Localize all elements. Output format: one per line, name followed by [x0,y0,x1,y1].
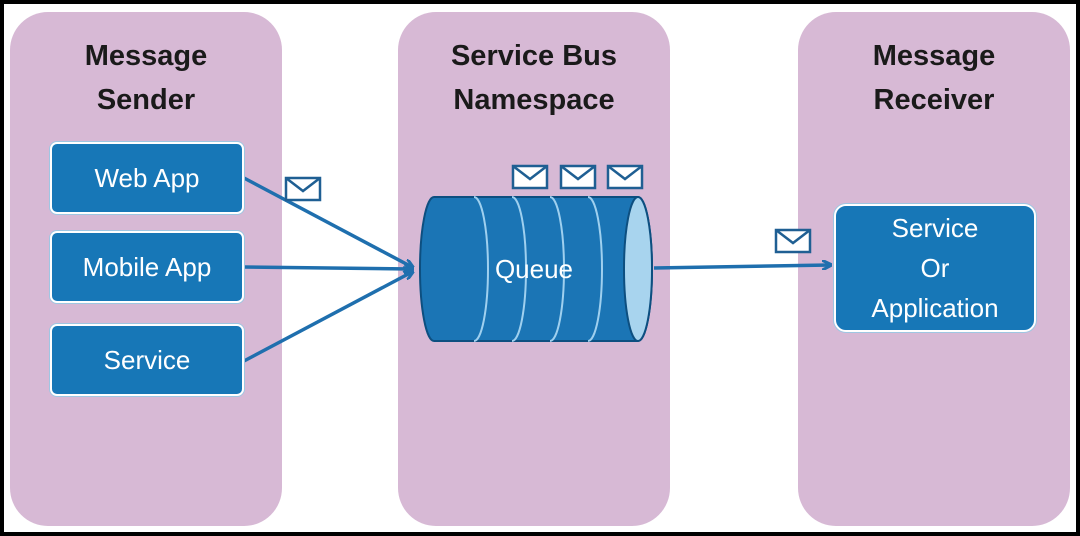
envelope-icon [606,164,644,190]
arrow-queue-to-receiver [653,265,830,268]
message-receiver-title-line2: Receiver [873,84,995,116]
service-box: Service [50,324,244,396]
service-bus-title-line1: Service Bus [450,40,618,72]
receiver-line3: Application [871,293,999,323]
web-app-box: Web App [50,142,244,214]
arrow-service-to-queue [243,272,412,363]
receiver-line2: Or [920,253,950,283]
message-sender-title: Message Sender [10,34,282,122]
message-receiver-title: Message Receiver [798,34,1070,122]
message-sender-title-line1: Message [84,40,208,72]
diagram-frame: Message Sender Service Bus Namespace Mes… [4,4,1076,532]
envelope-icon [511,164,549,190]
arrow-mobile-app-to-queue [243,267,412,269]
message-receiver-title-line1: Message [872,40,996,72]
service-bus-title-line2: Namespace [453,84,615,116]
queue-label: Queue [494,254,574,284]
envelope-icon [284,176,322,202]
receiver-line1: Service [891,213,979,243]
service-bus-namespace-title: Service Bus Namespace [398,34,670,122]
message-sender-title-line2: Sender [96,84,196,116]
diagram-graphics [243,164,1076,363]
queue-cylinder [419,196,653,342]
envelope-icon [774,228,812,254]
envelope-icon [559,164,597,190]
arrow-web-app-to-queue [243,176,412,267]
mobile-app-box: Mobile App [50,231,244,303]
service-or-application-box: Service Or Application [834,204,1036,332]
